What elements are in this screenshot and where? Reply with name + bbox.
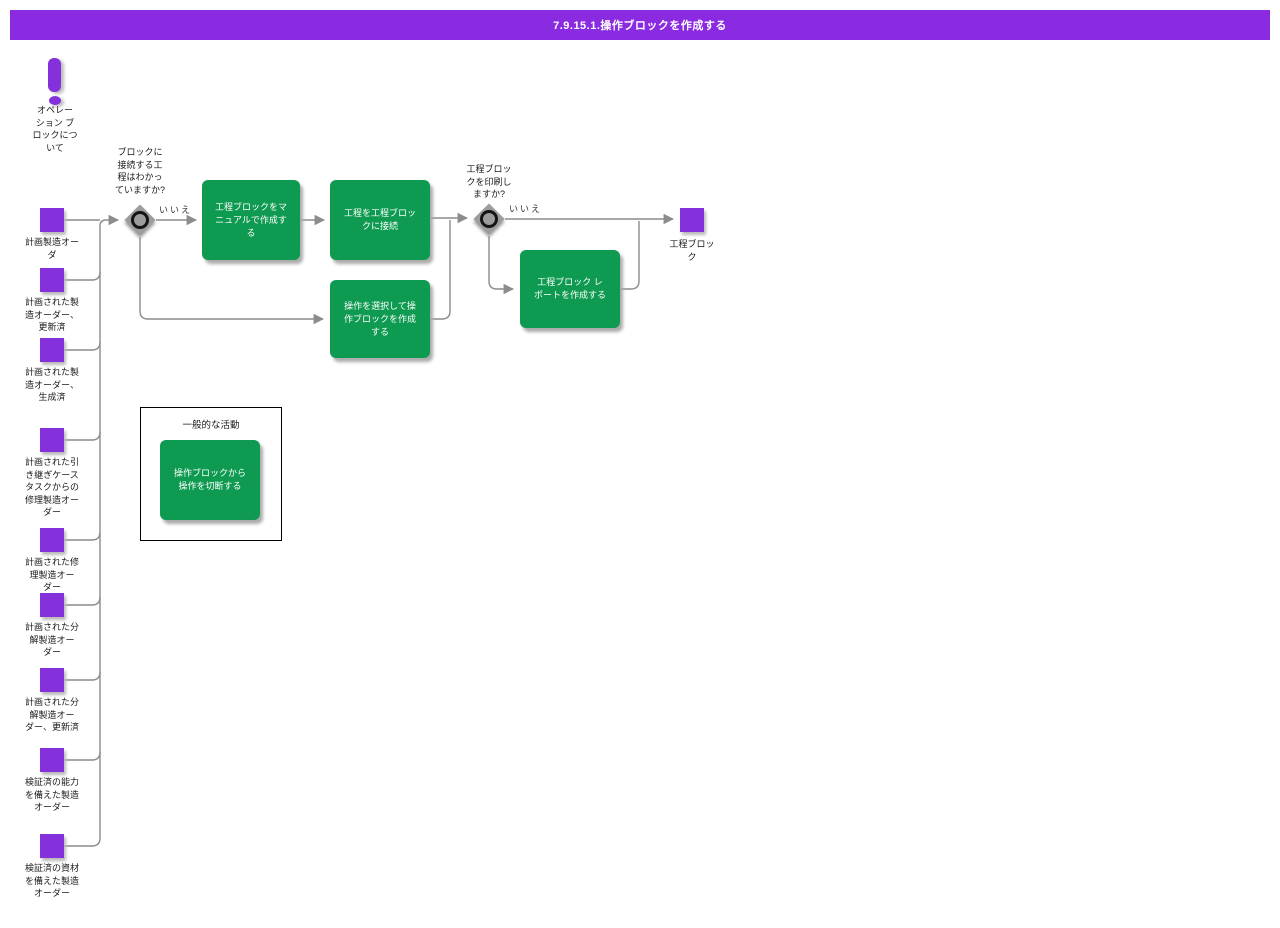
decision-question: 工程ブロッ クを印刷し ますか? xyxy=(466,164,512,199)
input-square xyxy=(40,593,64,617)
activity-create-process-block-manually: 工程ブロックをマ ニュアルで作成す る xyxy=(202,180,300,260)
input-square xyxy=(40,668,64,692)
page-title: 7.9.15.1.操作ブロックを作成する xyxy=(10,10,1270,40)
input-label: 計画された修 理製造オー ダー xyxy=(24,557,79,592)
input-label: 計画された分 解製造オー ダー xyxy=(24,622,79,657)
input-label: 計画された製 造オーダー、 更新済 xyxy=(24,297,79,332)
input-square xyxy=(40,428,64,452)
edge-label-no: いいえ xyxy=(509,204,543,214)
input-label: 計画された分 解製造オー ダー、更新済 xyxy=(24,697,79,732)
exclamation-icon-dot xyxy=(49,96,61,105)
input-square xyxy=(40,834,64,858)
activity-create-process-block-report: 工程ブロック レ ポートを作成する xyxy=(520,250,620,328)
activity-create-operation-block: 操作を選択して操 作ブロックを作成 する xyxy=(330,280,430,358)
decision-question: ブロックに 接続する工 程はわかっ ていますか? xyxy=(114,147,165,195)
general-activities-title: 一般的な活動 xyxy=(182,420,240,431)
output-square xyxy=(680,208,704,232)
activity-disconnect-operation-from-block: 操作ブロックから 操作を切断する xyxy=(160,440,260,520)
input-label: 検証済の資材 を備えた製造 オーダー xyxy=(24,863,79,898)
input-label: 計画製造オー ダ xyxy=(24,237,79,260)
note-label: オペレー ション ブ ロックにつ いて xyxy=(32,105,78,153)
input-square xyxy=(40,528,64,552)
decision-gateway-icon xyxy=(480,210,498,228)
input-square xyxy=(40,338,64,362)
input-square xyxy=(40,748,64,772)
input-label: 計画された引 き継ぎケース タスクからの 修理製造オー ダー xyxy=(24,457,79,517)
input-label: 計画された製 造オーダー、 生成済 xyxy=(24,367,79,402)
exclamation-icon xyxy=(48,58,61,92)
output-label: 工程ブロッ ク xyxy=(669,239,715,262)
input-square xyxy=(40,268,64,292)
input-label: 検証済の能力 を備えた製造 オーダー xyxy=(24,777,79,812)
decision-gateway-icon xyxy=(131,211,149,229)
input-square xyxy=(40,208,64,232)
activity-connect-process-to-block: 工程を工程ブロッ クに接続 xyxy=(330,180,430,260)
edge-label-no: いいえ xyxy=(159,205,193,215)
